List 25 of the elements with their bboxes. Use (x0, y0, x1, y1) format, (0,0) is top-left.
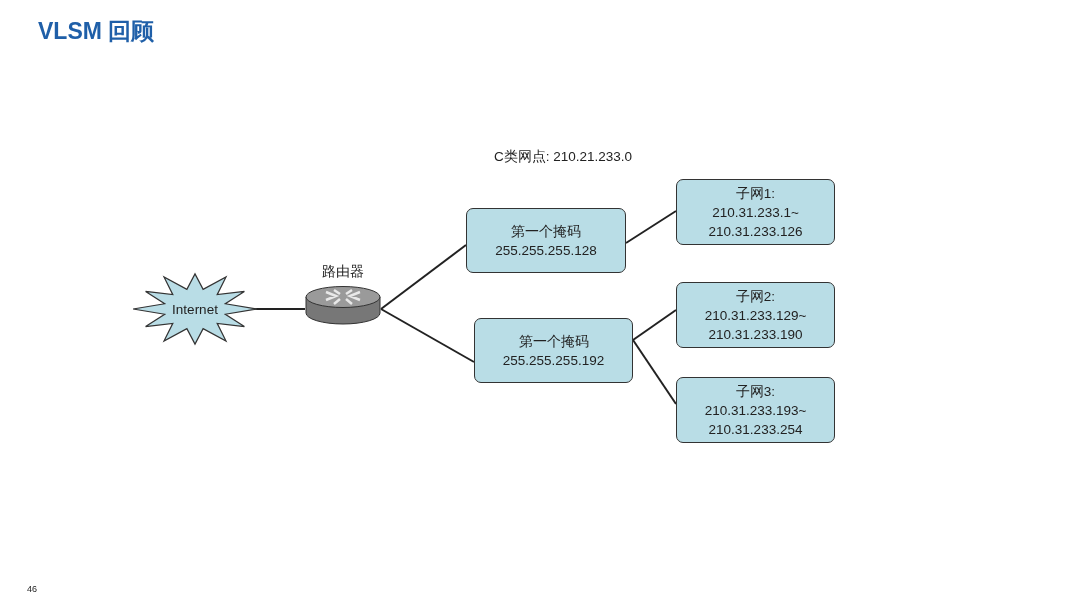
node-text: 255.255.255.128 (495, 241, 597, 260)
node-text: 210.31.233.129~ 210.31.233.190 (703, 306, 808, 344)
node-text: 第一个掩码 (518, 332, 589, 351)
node-text: 210.31.233.193~ 210.31.233.254 (703, 401, 808, 439)
node-text: 子网1: (735, 184, 776, 203)
node-text: Internet (172, 300, 218, 319)
subnet-box (474, 318, 633, 383)
node-text: 子网3: (735, 382, 776, 401)
node-text: 第一个掩码 (511, 222, 581, 241)
node-text: 255.255.255.192 (502, 351, 605, 370)
node-text: 子网2: (735, 287, 776, 306)
page-number: 46 (26, 583, 38, 596)
connector-line (380, 244, 467, 310)
subnet-box (676, 282, 835, 348)
network-label: C类网点: 210.21.233.0 (492, 148, 634, 166)
connector-line (625, 210, 677, 244)
slide-title: VLSM 回顾 (38, 17, 155, 46)
subnet-box (676, 377, 835, 443)
subnet-box (676, 179, 835, 245)
node-label: 路由器 (322, 263, 364, 281)
connector-line (380, 308, 475, 363)
subnet-box (466, 208, 626, 273)
node-text: 210.31.233.1~ 210.31.233.126 (707, 203, 804, 241)
connector-line (632, 309, 677, 341)
connector-line (632, 339, 677, 405)
